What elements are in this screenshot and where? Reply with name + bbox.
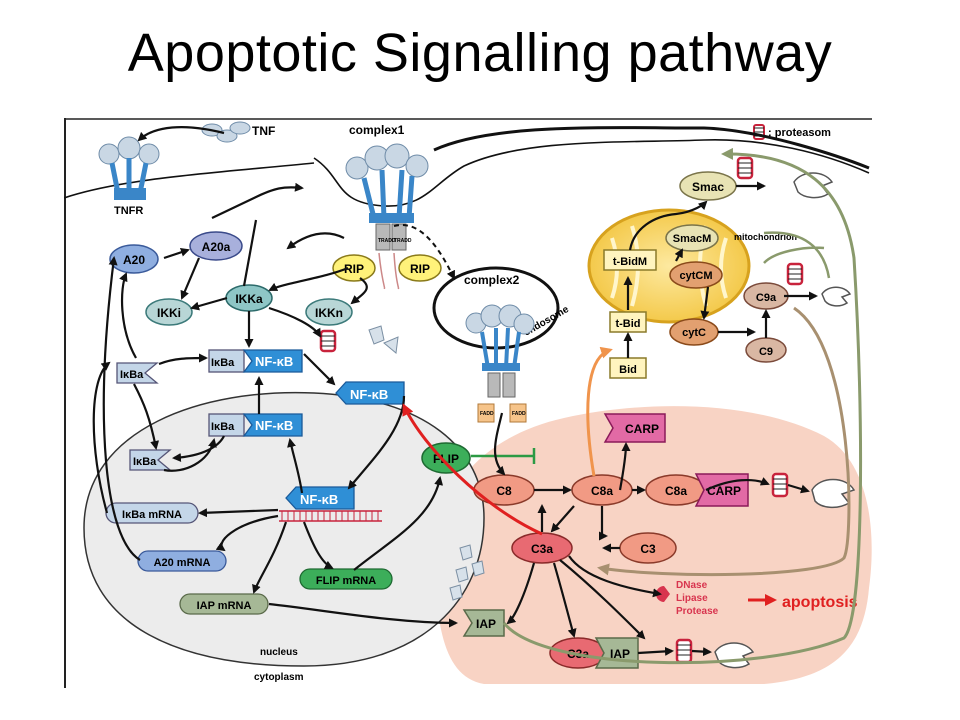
- tnfr-label: TNFR: [114, 205, 143, 217]
- c3a-label: C3a: [531, 542, 553, 556]
- smac-label: Smac: [692, 180, 724, 194]
- c3-label: C3: [640, 542, 656, 556]
- cytoplasm-label: cytoplasm: [254, 672, 304, 683]
- c9a-label: C9a: [756, 292, 777, 304]
- cytcm-label: cytCM: [679, 270, 712, 282]
- iap-label: IAP: [476, 617, 496, 631]
- c3a-iap-iap-label: IAP: [610, 647, 630, 661]
- c8a-label: C8a: [591, 484, 613, 498]
- nfkb-free-label: NF-κB: [350, 387, 388, 402]
- proteasom-legend-label: : proteasom: [768, 127, 831, 139]
- tradd-label-2: TRADD: [394, 238, 412, 244]
- enzyme-protease-label: Protease: [676, 606, 719, 617]
- iap-mrna-label: IAP mRNA: [197, 600, 252, 612]
- ikba-free-label: IκBa: [120, 369, 144, 381]
- ikkn-label: IKKn: [315, 306, 343, 320]
- ikba-mrna-label: IκBa mRNA: [122, 509, 182, 521]
- a20a-node: [189, 231, 243, 261]
- degraded-fragments-icon-6: [449, 544, 485, 601]
- cytc-label: cytC: [682, 327, 706, 339]
- ikki-label: IKKi: [157, 306, 181, 320]
- cytcm-node: [669, 261, 723, 289]
- iap-node: [462, 609, 505, 637]
- c8-label: C8: [496, 484, 512, 498]
- complex1-label: complex1: [349, 123, 405, 137]
- proteasome-icon-4: [771, 472, 789, 498]
- rip-node-2: [398, 254, 442, 282]
- flip-mrna-node: [299, 568, 393, 590]
- ikka-label: IKKa: [235, 292, 263, 306]
- pathway-diagram: : proteasom TNF TNFR complex1 TRADD TRAD…: [64, 118, 872, 688]
- flip-mrna-label: FLIP mRNA: [316, 575, 376, 587]
- ikba-bound-node: [208, 349, 245, 373]
- ikba-bound-label: IκBa: [211, 357, 235, 369]
- mitochondrion-label: mitochondrion: [734, 232, 797, 242]
- ikba-nuc-label: IκBa: [133, 456, 157, 468]
- bid-label: Bid: [619, 364, 637, 376]
- proteasome-icon-1: [319, 329, 337, 353]
- degraded-fragments-icon-4: [811, 478, 856, 509]
- nfkb-bound-label: NF-κB: [255, 354, 293, 369]
- dna-strand-icon: [279, 510, 382, 522]
- iap-mrna-node: [179, 593, 269, 615]
- complex2-label: complex2: [464, 273, 520, 287]
- enzyme-lipase-label: Lipase: [676, 593, 708, 604]
- ikba-nuc-node: [129, 449, 172, 471]
- c8a-carp-carp-label: CARP: [707, 484, 741, 498]
- fadd-label-1: FADD: [480, 411, 494, 417]
- ikba-nuc-bound-label: IκBa: [211, 421, 235, 433]
- slide-title: Apoptotic Signalling pathway: [127, 23, 833, 83]
- ikba-free-node: [116, 362, 159, 384]
- rip-label-1: RIP: [344, 262, 364, 276]
- nucleus-label: nucleus: [260, 647, 298, 658]
- nfkb-bound-node: [242, 349, 303, 373]
- nfkb-nuc-label: NF-κB: [300, 492, 338, 507]
- tbidm-label: t-BidM: [613, 256, 647, 268]
- complex2-receptor-icon: [465, 304, 535, 423]
- a20-mrna-node: [137, 550, 227, 572]
- a20a-label: A20a: [202, 240, 231, 254]
- c9-label: C9: [759, 346, 773, 358]
- degraded-fragments-icon-1: [368, 325, 399, 354]
- a20-mrna-label: A20 mRNA: [154, 557, 211, 569]
- c8a-carp-c8a-label: C8a: [665, 484, 687, 498]
- carp-label: CARP: [625, 422, 659, 436]
- fadd-label-2: FADD: [512, 411, 526, 417]
- complex1-receptor-icon: [345, 143, 429, 251]
- apoptosis-label: apoptosis: [782, 594, 858, 611]
- smacm-label: SmacM: [673, 233, 712, 245]
- tradd-label-1: TRADD: [378, 238, 396, 244]
- tnfr-receptor-icon: [98, 136, 160, 200]
- smacm-node: [665, 224, 719, 252]
- ikkn-node: [305, 298, 353, 326]
- rip-node-1: [332, 254, 376, 282]
- ikki-node: [145, 298, 193, 326]
- nfkb-nuc-bound-node: [242, 413, 303, 437]
- nfkb-free-node: [335, 381, 405, 405]
- nfkb-nuc-bound-label: NF-κB: [255, 418, 293, 433]
- degraded-fragments-icon-3: [821, 286, 852, 307]
- carp-node: [603, 413, 666, 443]
- tnf-label: TNF: [252, 124, 275, 138]
- tnf-ligand-icon: [201, 121, 251, 143]
- proteasome-icon-2: [736, 156, 754, 180]
- proteasome-icon-3: [786, 262, 804, 286]
- enzyme-dnase-label: DNase: [676, 580, 708, 591]
- rip-label-2: RIP: [410, 262, 430, 276]
- ikba-nuc-bound-node: [208, 413, 245, 437]
- proteasome-icon-5: [675, 638, 693, 664]
- tbid-label: t-Bid: [615, 318, 640, 330]
- a20-label: A20: [123, 253, 145, 267]
